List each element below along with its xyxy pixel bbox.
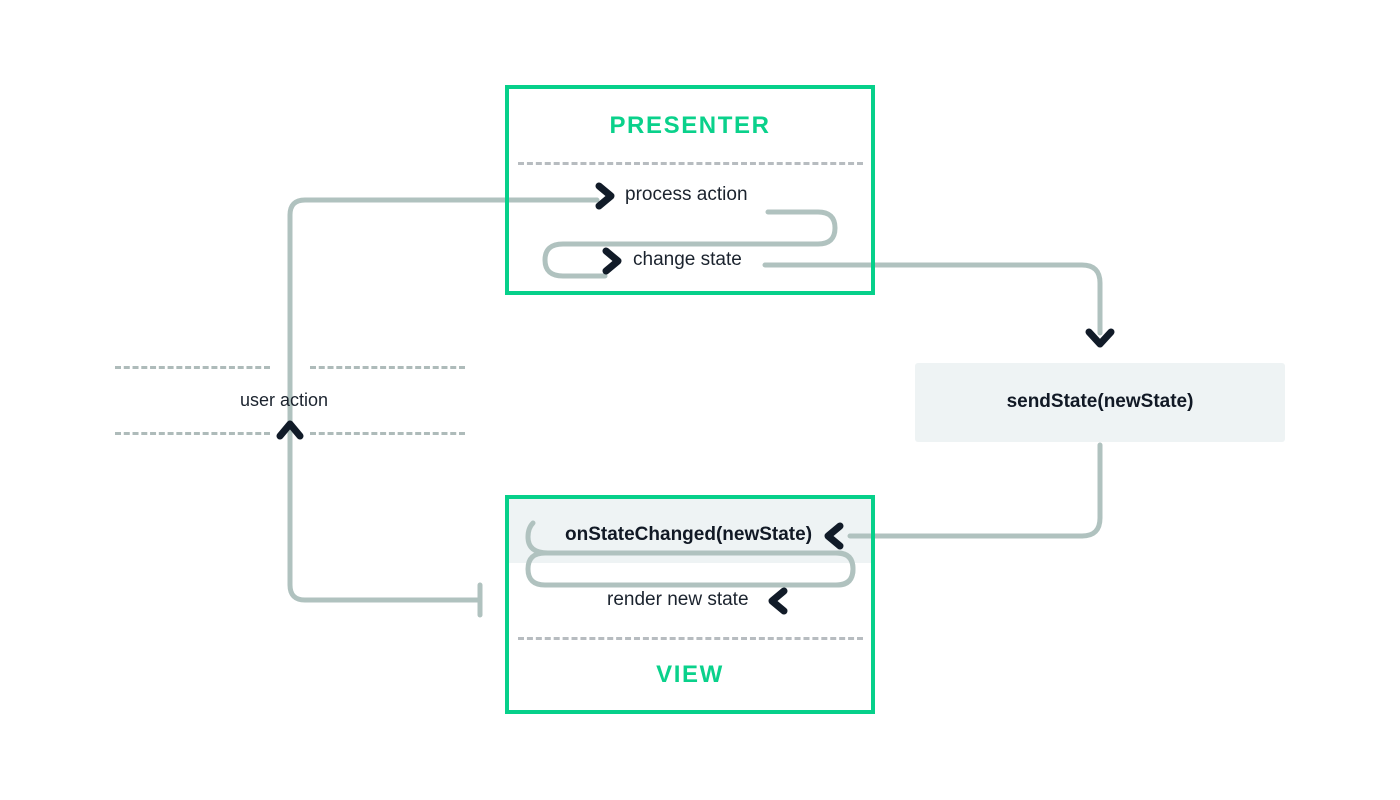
step-on-state-changed: onStateChanged(newState) bbox=[565, 524, 813, 545]
arrowhead-sendstate-down bbox=[1085, 328, 1115, 348]
wire-sendstate-to-onstatechanged bbox=[847, 442, 1103, 539]
step-process-action: process action bbox=[625, 184, 748, 205]
boundary-dash-top-left bbox=[115, 366, 270, 369]
boundary-dash-bottom-left bbox=[115, 432, 270, 435]
send-state-label: sendState(newState) bbox=[1006, 391, 1194, 412]
view-title: VIEW bbox=[656, 661, 724, 688]
presenter-divider bbox=[518, 162, 863, 165]
send-state-panel bbox=[915, 363, 1285, 442]
boundary-dash-bottom-right bbox=[310, 432, 465, 435]
presenter-title: PRESENTER bbox=[609, 112, 771, 139]
presenter-component-box bbox=[505, 85, 875, 295]
step-change-state: change state bbox=[633, 249, 742, 270]
edge-label-user-action: user action bbox=[240, 390, 329, 410]
view-divider bbox=[518, 637, 863, 640]
arrowhead-user-action-up bbox=[276, 420, 304, 440]
view-component-box bbox=[505, 495, 875, 714]
step-render-new-state: render new state bbox=[607, 589, 749, 610]
boundary-dash-top-right bbox=[310, 366, 465, 369]
